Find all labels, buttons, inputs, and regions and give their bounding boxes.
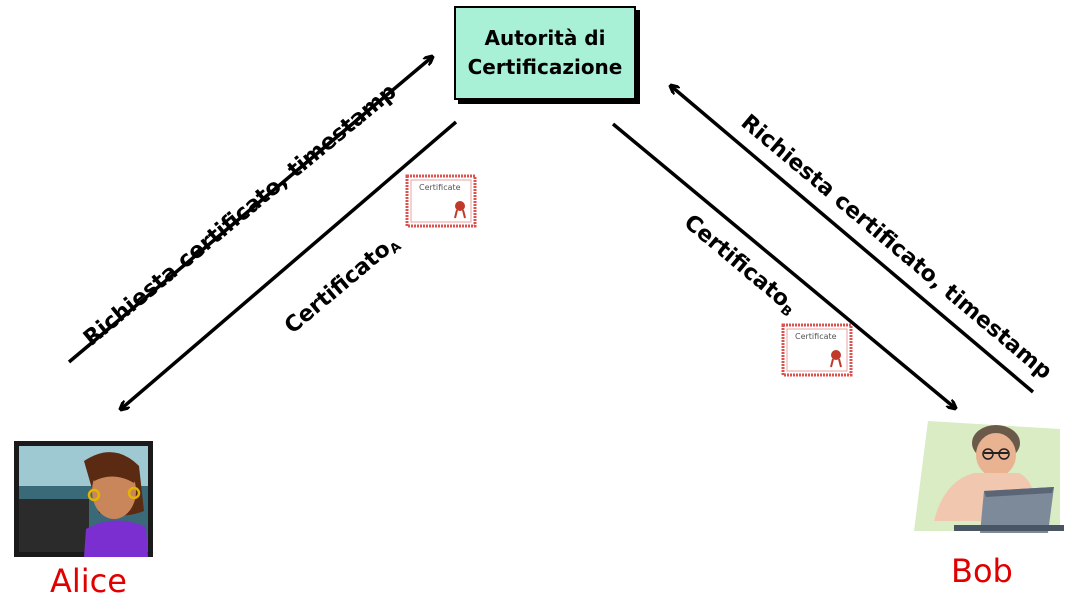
woman-avatar-icon (14, 441, 153, 557)
alice-label: Alice (50, 562, 127, 600)
certificate-icon: Certificate (781, 323, 853, 377)
ca-title-line2: Certificazione (467, 55, 623, 79)
bob-label: Bob (951, 552, 1013, 590)
certificate-icon-text: Certificate (419, 183, 461, 192)
arrow-ca-to-bob (611, 122, 955, 408)
man-at-laptop-icon (914, 421, 1064, 533)
arrow-ca-to-alice (121, 120, 458, 409)
certificate-icon: Certificate (405, 174, 477, 228)
ca-title-line1: Autorità di (484, 26, 606, 50)
arrow-alice-to-ca (67, 57, 432, 364)
arrow-bob-to-ca (671, 86, 1035, 394)
certification-authority-node: Autorità di Certificazione (454, 6, 636, 100)
certificate-icon-text: Certificate (795, 332, 837, 341)
